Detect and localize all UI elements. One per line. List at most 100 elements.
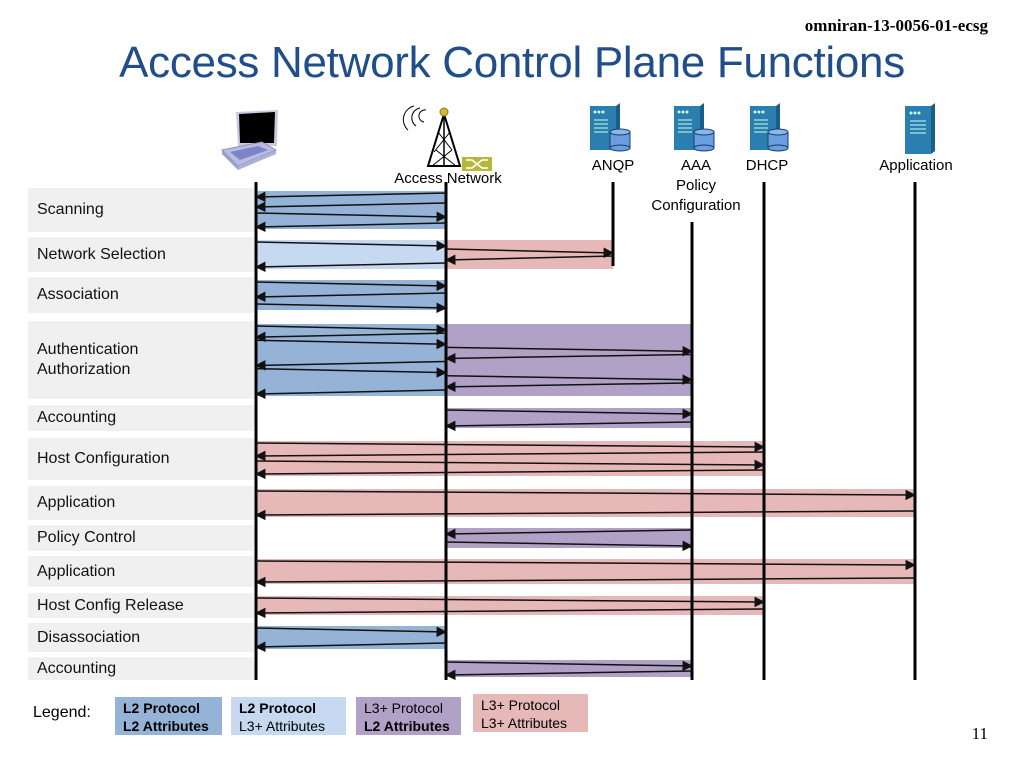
phase-label: Host Configuration	[28, 438, 254, 480]
message-arrow	[445, 345, 694, 357]
phase-label-line: Host Config Release	[37, 596, 184, 614]
phase-label-line: Accounting	[37, 409, 117, 426]
phase-label: Accounting	[28, 657, 254, 680]
legend-item-line1: L3+ Protocol	[364, 700, 443, 716]
phase-label-line: Association	[37, 286, 119, 303]
message-arrow	[254, 509, 916, 521]
phase-label-line: Disassociation	[37, 628, 141, 646]
message-arrow	[255, 626, 448, 638]
message-arrow	[254, 331, 447, 343]
message-arrow	[444, 420, 693, 432]
phase-label-line: Accounting	[37, 659, 117, 677]
phase-label-text: Application	[37, 493, 115, 513]
message-arrow	[255, 324, 448, 336]
node-label-aaa: AAA Policy Configuration	[651, 156, 740, 216]
node-label-aaa-line2: Policy	[675, 177, 717, 194]
message-arrow	[445, 247, 615, 259]
phase-label: Disassociation	[28, 623, 254, 652]
phase-label: Scanning	[28, 188, 254, 232]
message-arrow	[444, 528, 693, 540]
message-arrow	[255, 559, 917, 571]
phase-label-text: Policy Control	[37, 528, 136, 548]
message-arrow	[254, 641, 447, 653]
phase-label-text: Accounting	[37, 408, 116, 428]
message-arrow	[254, 201, 447, 213]
legend-item-l2-l2: L2 Protocol L2 Attributes	[115, 697, 222, 735]
legend-item-line1: L2 Protocol	[239, 700, 317, 716]
phase-label-text: Host Configuration	[37, 449, 170, 469]
legend-item-line1: L2 Protocol	[123, 700, 201, 716]
phase-label-text: Network Selection	[37, 245, 166, 265]
phase-label-line: Authorization	[37, 361, 131, 378]
phase-label: Accounting	[28, 405, 254, 431]
node-label-aaa-line1: AAA	[680, 157, 712, 174]
message-arrow	[255, 459, 766, 471]
phase-label: Network Selection	[28, 237, 254, 272]
legend-item-line2: L3+ Attributes	[239, 718, 326, 734]
phase-label: Host Config Release	[28, 593, 254, 618]
legend-item-line1: L3+ Protocol	[481, 697, 560, 713]
legend-item-line2: L2 Attributes	[364, 718, 450, 734]
phase-label-text: Application	[37, 562, 115, 582]
message-arrow	[255, 441, 766, 453]
phase-label-text: Scanning	[37, 200, 104, 220]
phase-label-text: Association	[37, 285, 119, 305]
phase-label-line: Network Selection	[37, 245, 166, 263]
phase-label: Policy Control	[28, 525, 254, 551]
message-arrow	[254, 388, 447, 400]
node-label-aaa-line3: Configuration	[651, 197, 741, 214]
message-arrow	[254, 261, 447, 273]
page-number: 11	[971, 724, 988, 743]
legend-item-line2: L2 Attributes	[123, 718, 209, 734]
legend-item-l3-l2: L3+ Protocol L2 Attributes	[356, 697, 461, 735]
legend-title: Legend:	[33, 704, 91, 721]
phase-label-text: Disassociation	[37, 628, 140, 648]
message-arrow	[254, 191, 447, 203]
phase-label: Association	[28, 277, 254, 313]
phase-label-line: Authentication	[37, 341, 139, 358]
message-arrow	[444, 669, 693, 681]
message-arrow	[445, 374, 694, 385]
phase-label: Application	[28, 556, 254, 587]
phase-label-text: Host Config Release	[37, 596, 184, 616]
phase-label-line: Application	[37, 562, 116, 580]
slide-title: Access Network Control Plane Functions	[119, 38, 905, 87]
node-label-application: Application	[879, 157, 953, 174]
message-arrow	[254, 468, 765, 480]
message-arrow	[445, 540, 694, 552]
node-label-dhcp: DHCP	[745, 157, 789, 174]
message-arrow	[445, 660, 694, 672]
phase-label-text: Accounting	[37, 659, 116, 679]
node-label-access-network: Access Network	[394, 170, 502, 187]
message-arrow	[255, 596, 766, 608]
phase-label-line: Scanning	[37, 201, 104, 218]
node-label-anqp: ANQP	[591, 157, 635, 174]
legend-item-line2: L3+ Attributes	[481, 715, 568, 731]
message-arrow	[254, 576, 916, 588]
message-arrow	[254, 360, 447, 371]
message-arrow	[254, 607, 765, 619]
message-arrow	[444, 353, 693, 364]
phase-label-line: Policy Control	[37, 529, 136, 546]
message-arrow	[255, 302, 448, 314]
protocol-band-l2-l2	[256, 191, 446, 229]
message-arrow	[254, 291, 447, 303]
message-arrow	[255, 211, 448, 223]
message-arrow	[254, 221, 447, 233]
document-id: omniran-13-0056-01-ecsg	[804, 16, 988, 35]
protocol-band-l3-l3	[446, 240, 613, 269]
message-arrow	[255, 367, 448, 378]
phase-label-line: Application	[37, 494, 116, 511]
message-arrow	[255, 240, 448, 252]
message-arrow	[255, 280, 448, 292]
message-arrow	[445, 408, 694, 420]
message-arrow	[254, 450, 765, 462]
message-arrow	[444, 254, 614, 266]
message-arrow	[444, 381, 693, 392]
message-arrow	[255, 338, 448, 350]
